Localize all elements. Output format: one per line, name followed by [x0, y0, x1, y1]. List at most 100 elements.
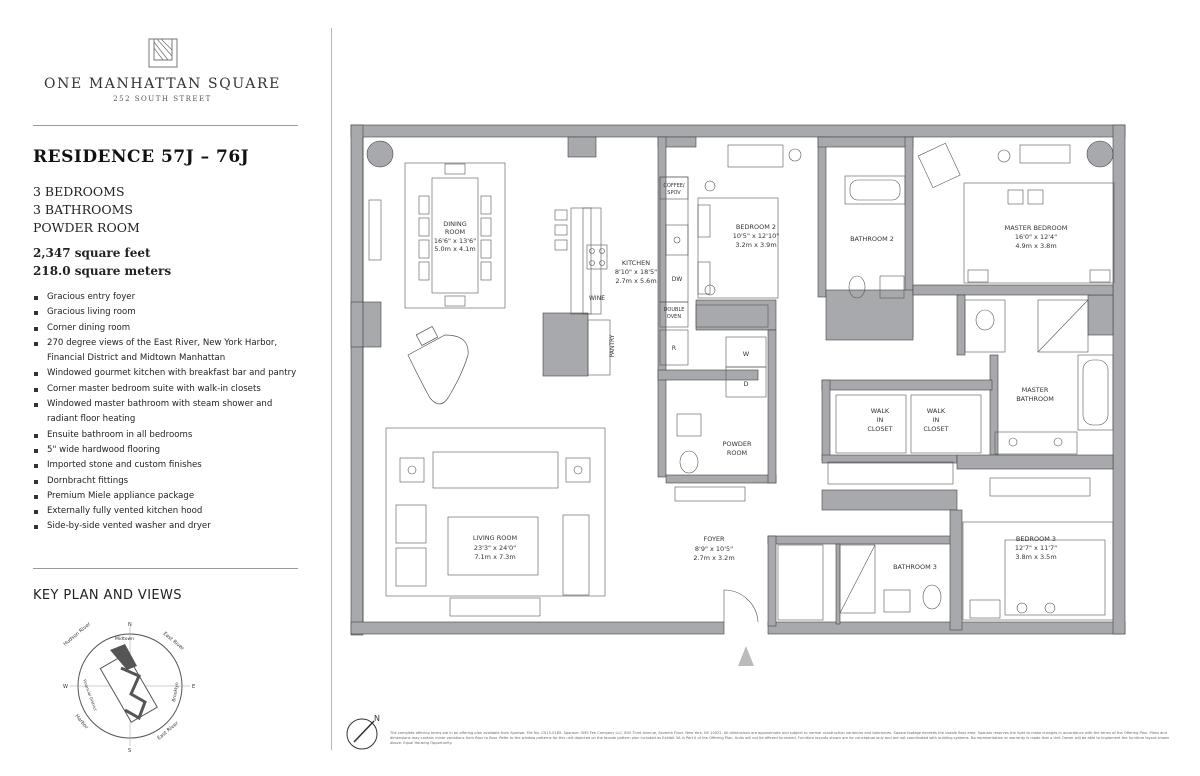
powder-room-fixtures [676, 413, 702, 474]
feature-item: Corner master bedroom suite with walk-in… [33, 382, 303, 397]
dining-table-icon [368, 162, 506, 309]
bedroom-3-furniture [962, 477, 1114, 621]
dryer-label: D [743, 380, 748, 388]
coffee-label-2: SPOV [667, 190, 681, 196]
room-summary: 3 BEDROOMS 3 BATHROOMS POWDER ROOM [33, 183, 140, 237]
feature-item: Side-by-side vented washer and dryer [33, 519, 303, 534]
brand-address: 252 SOUTH STREET [113, 95, 212, 103]
bathroom-2-fixtures [844, 175, 906, 299]
key-plan-title: KEY PLAN AND VIEWS [33, 588, 182, 603]
master-bath-fixtures [964, 299, 1114, 455]
walk-in-closet-1-label: WALK [871, 407, 890, 415]
square-feet: 2,347 square feet [33, 246, 151, 260]
double-oven-label-2: OVEN [667, 314, 681, 320]
key-label-east-river-top: East River [162, 631, 186, 652]
key-label-hudson: Hudson River [62, 621, 92, 648]
piano-icon [407, 326, 469, 405]
foyer-dim: 8'9" x 10'5" [695, 545, 733, 553]
master-bedroom-label: MASTER BEDROOM [1005, 224, 1068, 232]
dining-room-label-2: ROOM [445, 228, 465, 236]
brand-logo-icon [148, 38, 178, 68]
wine-label: WINE [589, 295, 605, 302]
dining-room-dim: 16'6" x 13'6" [434, 237, 476, 245]
bedroom-3-dim-metric: 3.8m x 3.5m [1015, 553, 1056, 561]
master-bathroom-label: MASTER [1022, 386, 1049, 394]
foyer-door [674, 486, 759, 623]
feature-item: Corner dining room [33, 321, 303, 336]
walk-in-closet-1-label-2: IN [877, 416, 884, 424]
walk-in-closet-2-label-3: CLOSET [923, 425, 948, 433]
kitchen-counter [554, 176, 689, 376]
dining-room-label: DINING [443, 220, 467, 228]
key-label-n: N [128, 622, 132, 628]
feature-item: Gracious entry foyer [33, 290, 303, 305]
dining-room-dim-metric: 5.0m x 4.1m [434, 245, 475, 253]
walk-in-closet-2-label: WALK [927, 407, 946, 415]
refrigerator-label: R [672, 345, 676, 352]
double-oven-label: DOUBLE [664, 307, 685, 313]
key-label-e: E [192, 684, 195, 690]
master-bedroom-furniture [917, 142, 1115, 284]
feature-item: Ensuite bathroom in all bedrooms [33, 428, 303, 443]
kitchen-dim-metric: 2.7m x 5.6m [615, 277, 656, 285]
bathroom-3-fixtures [777, 544, 942, 621]
powder-room-label: POWDER [722, 440, 752, 448]
residence-title: RESIDENCE 57J – 76J [33, 147, 250, 167]
entry-arrow-icon [738, 646, 754, 666]
bedroom-count: 3 BEDROOMS [33, 184, 125, 199]
washer-label: W [743, 350, 750, 358]
key-label-brooklyn: Brooklyn [171, 682, 180, 703]
bathroom-3-label: BATHROOM 3 [893, 563, 937, 571]
bathroom-2-label: BATHROOM 2 [850, 235, 894, 243]
pantry-label: PANTRY [609, 334, 616, 357]
feature-item: Gracious living room [33, 305, 303, 320]
living-room-label: LIVING ROOM [473, 534, 517, 542]
bedroom-2-dim-metric: 3.2m x 3.9m [735, 241, 776, 249]
feature-item: Windowed gourmet kitchen with breakfast … [33, 366, 303, 381]
legal-disclaimer: The complete offering terms are in an of… [390, 731, 1170, 745]
feature-item: Windowed master bathroom with steam show… [33, 397, 303, 428]
foyer-dim-metric: 2.7m x 3.2m [693, 554, 734, 562]
column-icon [366, 140, 394, 168]
north-arrow-icon: N [346, 714, 380, 750]
bedroom-2-label: BEDROOM 2 [736, 223, 776, 231]
compass-n-label: N [374, 714, 380, 723]
living-room-dim: 23'3" x 24'0" [474, 544, 516, 552]
key-label-s: S [128, 748, 131, 754]
bedroom-3-label: BEDROOM 3 [1016, 535, 1056, 543]
divider [33, 125, 298, 126]
powder-room: POWDER ROOM [33, 220, 140, 235]
master-bathroom-label-2: BATHROOM [1016, 395, 1054, 403]
walk-in-closet-2-label-2: IN [933, 416, 940, 424]
area-summary: 2,347 square feet 218.0 square meters [33, 244, 171, 280]
powder-room-label-2: ROOM [727, 449, 747, 457]
key-label-financial-district: Financial District [82, 679, 98, 712]
master-bedroom-dim: 16'0" x 12'4" [1015, 233, 1057, 241]
kitchen-label: KITCHEN [622, 259, 650, 267]
feature-item: Premium Miele appliance package [33, 489, 303, 504]
brand-name: ONE MANHATTAN SQUARE [44, 76, 281, 92]
feature-list: Gracious entry foyer Gracious living roo… [33, 290, 303, 535]
bedroom-3-dim: 12'7" x 11'7" [1015, 544, 1057, 552]
walk-in-closets [827, 394, 982, 485]
feature-item: Externally fully vented kitchen hood [33, 504, 303, 519]
floor-plan: DINING ROOM 16'6" x 13'6" 5.0m x 4.1m KI… [350, 124, 1126, 666]
square-meters: 218.0 square meters [33, 264, 172, 278]
feature-item: 5" wide hardwood flooring [33, 443, 303, 458]
coffee-label: COFFEE/ [663, 183, 684, 189]
key-label-midtown: Midtown [115, 636, 134, 642]
bedroom-2-furniture [695, 144, 802, 328]
key-label-east-river-bottom: East River [156, 720, 180, 741]
kitchen-dim: 8'10" x 18'5" [615, 268, 657, 276]
feature-item: Imported stone and custom finishes [33, 458, 303, 473]
column-icon [1086, 140, 1114, 168]
living-room-dim-metric: 7.1m x 7.3m [474, 553, 515, 561]
key-label-w: W [63, 684, 68, 690]
walls [350, 124, 1126, 636]
sidebar: ONE MANHATTAN SQUARE 252 SOUTH STREET RE… [0, 0, 330, 776]
washer-dryer-icon [725, 336, 767, 398]
dishwasher-label: DW [672, 276, 683, 283]
divider [33, 568, 298, 569]
feature-item: Dornbracht fittings [33, 474, 303, 489]
key-plan-map: Hudson River Midtown East River Brooklyn… [62, 621, 195, 754]
